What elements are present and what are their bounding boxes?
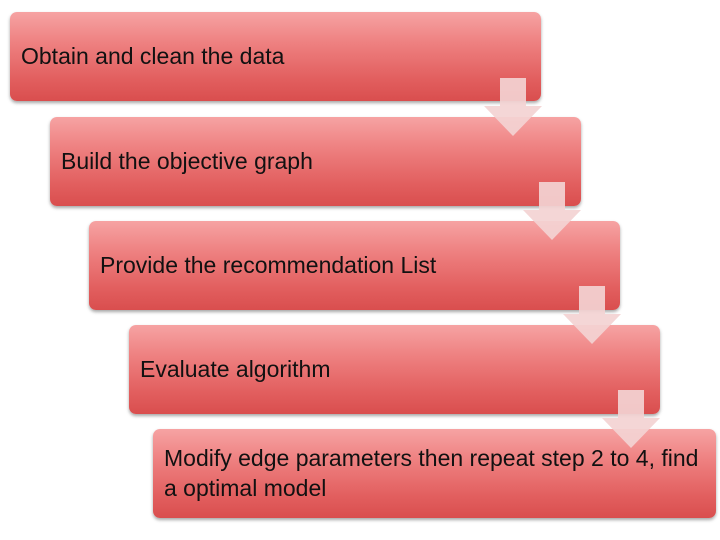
- step-4-box: Evaluate algorithm: [129, 325, 660, 414]
- step-1-label: Obtain and clean the data: [21, 42, 285, 69]
- step-3-label: Provide the recommendation List: [100, 251, 437, 278]
- step-4-label: Evaluate algorithm: [140, 355, 331, 382]
- down-arrow-icon: [563, 286, 621, 344]
- step-2-label: Build the objective graph: [61, 147, 313, 174]
- step-2-box: Build the objective graph: [50, 117, 581, 206]
- step-3-box: Provide the recommendation List: [89, 221, 620, 310]
- down-arrow-icon: [484, 78, 542, 136]
- down-arrow-icon: [602, 390, 660, 448]
- step-1-box: Obtain and clean the data: [10, 12, 541, 101]
- down-arrow-icon: [523, 182, 581, 240]
- step-5-box: Modify edge parameters then repeat step …: [153, 429, 716, 518]
- step-5-label: Modify edge parameters then repeat step …: [164, 444, 699, 501]
